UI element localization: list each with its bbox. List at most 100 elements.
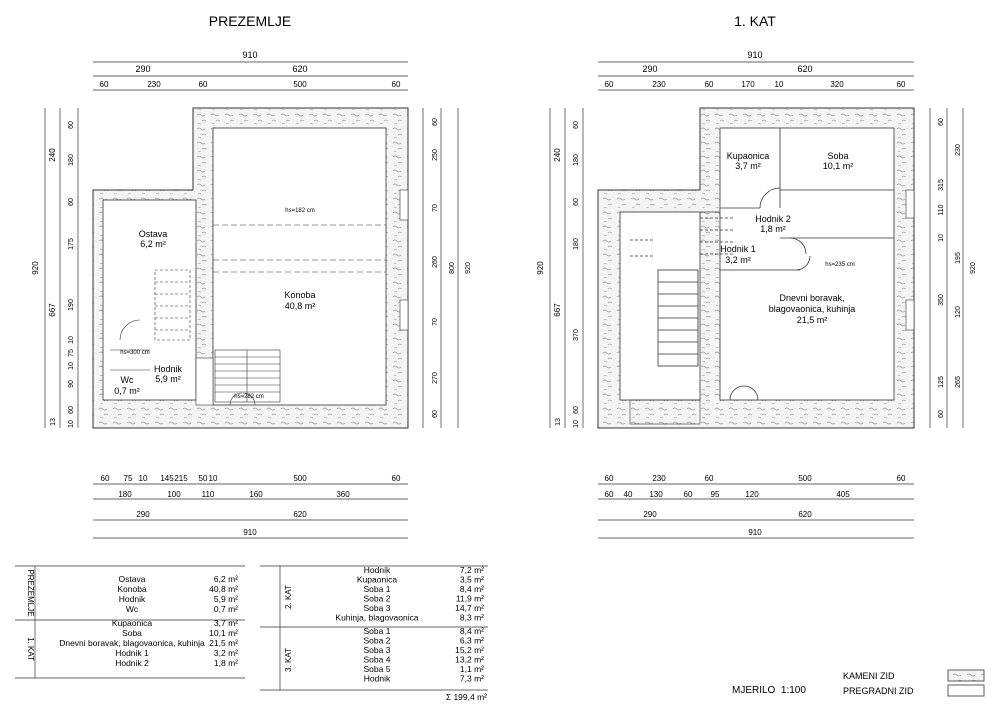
table-row-area: 8,4 m² [460, 584, 484, 594]
g-right-in-3: 70 [432, 204, 439, 212]
legend-stone-label: KAMENI ZID [843, 671, 895, 681]
legend-partition-swatch [947, 684, 985, 697]
table-row-name: Konoba [117, 584, 147, 594]
table-row-name: Soba 2 [364, 594, 391, 604]
g-top-mid-1: 290 [135, 64, 150, 74]
table-row-area: 8,3 m² [460, 613, 484, 623]
g-right-in-1: 60 [432, 118, 439, 126]
f-top-d-7: 60 [897, 80, 906, 89]
table-row-name: Soba [122, 628, 142, 638]
f-right-in-6: 195 [955, 252, 962, 264]
t2-group-2-label: 3. KAT [284, 648, 293, 672]
f-left-in-1: 60 [573, 121, 580, 129]
t1-group-1-label: PREZEMLJE [26, 569, 35, 616]
f-left-in-7: 10 [573, 420, 580, 428]
g-bot-total: 910 [243, 528, 257, 537]
f-top-total: 910 [747, 50, 762, 60]
g-top-d-2: 230 [147, 80, 161, 89]
f-bot-m-4: 60 [684, 490, 693, 499]
f-left-outer-2: 667 [553, 303, 562, 317]
f-room-hodnik1-area: 3,2 m² [725, 255, 751, 265]
g-left-in-3: 60 [68, 198, 75, 206]
g-left-total: 920 [31, 261, 40, 275]
table-row-area: 1,1 m² [460, 664, 484, 674]
g-room-ostava-area: 6,2 m² [140, 239, 166, 249]
f-bot-d-4: 500 [798, 474, 812, 483]
f-bot-m-2: 40 [624, 490, 633, 499]
table-row-area: 21,5 m² [209, 638, 238, 648]
table-row-area: 1,8 m² [214, 658, 238, 668]
first-floor-plan: 910 290 620 60 230 60 170 10 320 60 920 … [536, 50, 977, 539]
g-right-in-7: 60 [432, 410, 439, 418]
g-left-in-1: 60 [68, 121, 75, 129]
g-bot-m-5: 360 [336, 490, 350, 499]
g-room-hodnik-name: Hodnik [154, 364, 183, 374]
g-bot-main-2: 620 [293, 510, 307, 519]
table-row-name: Kupaonica [112, 618, 152, 628]
legend-stone-swatch [947, 669, 985, 682]
f-right-in-3: 315 [938, 179, 945, 191]
table-row-area: 7,3 m² [460, 674, 484, 684]
g-room-konoba-area: 40,8 m² [285, 301, 316, 311]
table-row-area: 7,2 m² [460, 565, 484, 575]
table-row-area: 3,7 m² [214, 618, 238, 628]
g-room-konoba-name: Konoba [284, 290, 315, 300]
g-left-in-12: 13 [50, 418, 57, 426]
table-row-name: Soba 1 [364, 626, 391, 636]
g-right-in-4: 260 [432, 256, 439, 268]
g-bot-d-7: 10 [209, 474, 218, 483]
table-row-area: 3,2 m² [214, 648, 238, 658]
f-left-in-8: 13 [555, 418, 562, 426]
table-row-name: Soba 3 [364, 603, 391, 613]
f-top-d-5: 10 [775, 80, 784, 89]
table-row-name: Hodnik [364, 674, 391, 684]
f-right-in-4: 110 [938, 204, 945, 215]
g-room-ostava-name: Ostava [139, 229, 168, 239]
table-row-name: Hodnik 2 [115, 658, 149, 668]
f-top-mid-2: 620 [797, 64, 812, 74]
f-room-hodnik2-area: 1,8 m² [760, 224, 786, 234]
table-row-name: Wc [126, 604, 139, 614]
f-right-in-10: 265 [955, 376, 962, 388]
f-right-in-2: 230 [955, 144, 962, 156]
g-right-mid: 800 [449, 262, 456, 274]
g-hs-3: hs=282 cm [234, 394, 264, 400]
legend-partition-label: PREGRADNI ZID [843, 686, 914, 696]
f-right-in-11: 60 [938, 410, 945, 418]
g-left-in-8: 10 [68, 362, 75, 370]
f-room-hodnik1-name: Hodnik 1 [720, 244, 756, 254]
f-bot-m-6: 120 [745, 490, 759, 499]
f-bot-d-5: 60 [897, 474, 906, 483]
table-row-name: Hodnik 1 [115, 648, 149, 658]
g-hs-2: hs=300 cm [120, 350, 150, 356]
title-first: 1. KAT [734, 13, 776, 29]
f-top-d-4: 170 [741, 80, 755, 89]
f-right-in-8: 120 [955, 306, 962, 318]
g-room-wc-name: Wc [121, 375, 134, 385]
f-bot-main-1: 290 [643, 510, 657, 519]
g-bot-d-6: 50 [199, 474, 208, 483]
g-room-wc-area: 0,7 m² [114, 386, 140, 396]
table-row-name: Kuhinja, blagovaonica [335, 613, 418, 623]
g-bot-d-1: 60 [101, 474, 110, 483]
g-bot-d-2: 75 [124, 474, 133, 483]
g-bot-m-3: 110 [202, 490, 215, 499]
f-bot-m-5: 95 [711, 490, 720, 499]
f-room-soba-area: 10,1 m² [823, 161, 854, 171]
g-left-outer-2: 667 [48, 303, 57, 317]
table-row-name: Hodnik [364, 565, 391, 575]
table-row-name: Soba 5 [364, 664, 391, 674]
f-top-d-1: 60 [605, 80, 614, 89]
f-left-in-5: 370 [573, 329, 580, 341]
g-bot-d-3: 10 [139, 474, 148, 483]
g-left-in-4: 175 [68, 238, 75, 250]
ground-floor-plan: 910 290 620 60 230 60 500 60 920 240 667… [31, 50, 472, 539]
g-left-in-9: 90 [68, 380, 75, 388]
table-row-name: Dnevni boravak, blagovaonica, kuhinja [59, 638, 205, 648]
table-row-name: Ostava [119, 574, 146, 584]
f-right-in-9: 125 [938, 376, 945, 388]
f-room-dnevni-name: Dnevni boravak, [779, 293, 844, 303]
table-row-area: 8,4 m² [460, 626, 484, 636]
